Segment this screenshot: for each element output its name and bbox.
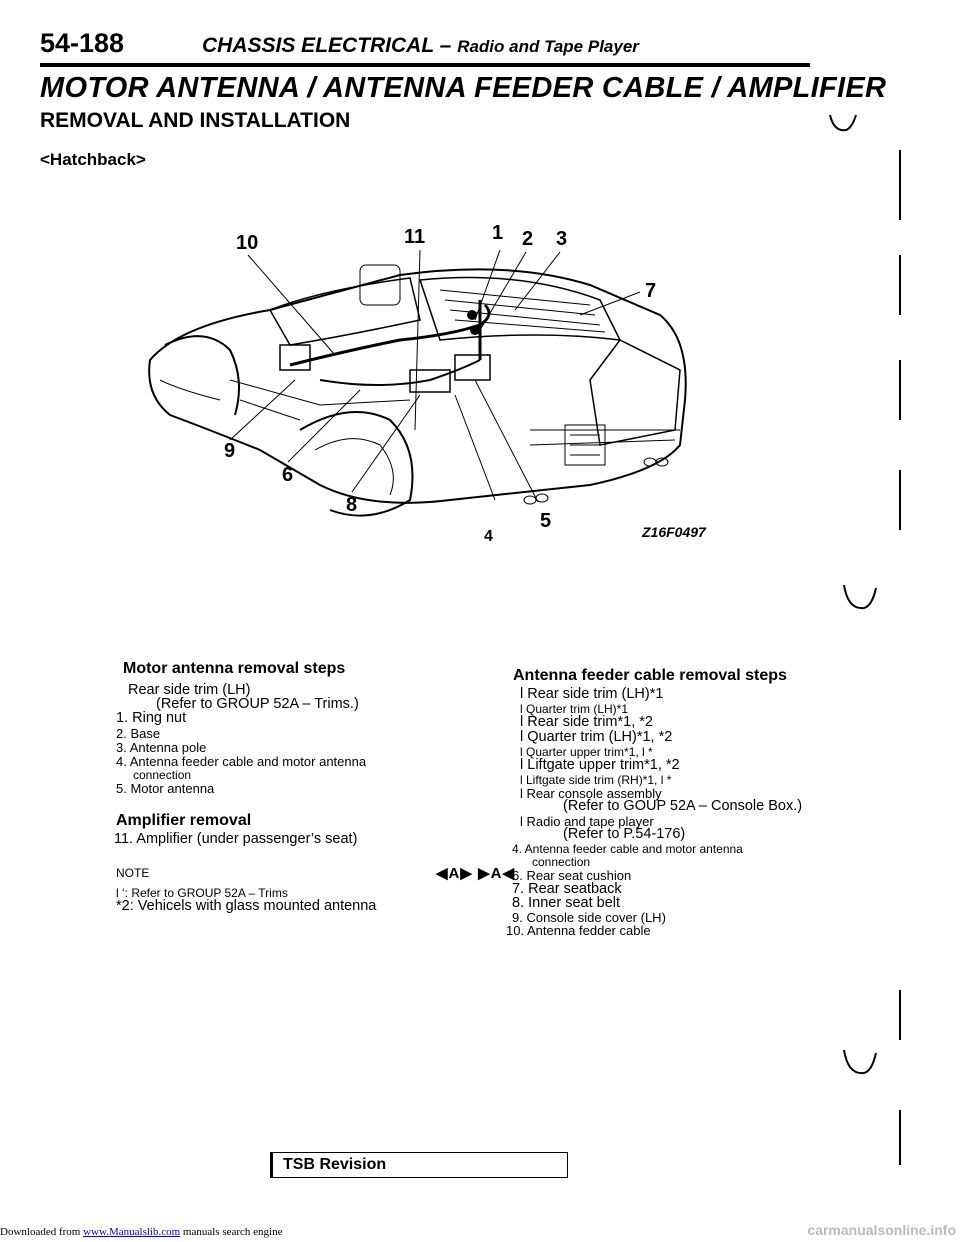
callout-3: 3 [556,228,568,250]
subsection-title: REMOVAL AND INSTALLATION [40,109,351,132]
motor-antenna-bullet-ref: (Refer to GROUP 52A – Trims.) [156,696,359,712]
feeder-cable-title: Antenna feeder cable removal steps [513,667,787,684]
footer-prefix: Downloaded from [0,1226,81,1238]
feeder-step: l Rear side trim (LH)*1 [520,686,664,702]
motor-antenna-step: 4. Antenna feeder cable and motor antenn… [116,754,367,769]
header-title-main: CHASSIS ELECTRICAL [202,34,434,57]
note-1: l ‘: Refer to GROUP 52A – Trims [116,886,288,900]
tsb-revision-label: TSB Revision [283,1156,387,1173]
watermark: carmanualsonline.info [807,1222,956,1238]
feeder-step: l Quarter trim (LH)*1, *2 [520,729,673,745]
motor-antenna-bullet: Rear side trim (LH) [128,682,251,698]
feeder-step: l Liftgate upper trim*1, *2 [520,757,680,773]
amplifier-step: 11. Amplifier (under passenger’s seat) [114,831,358,847]
header-title: CHASSIS ELECTRICAL – Radio and Tape Play… [202,34,639,58]
feeder-step: 8. Inner seat belt [512,895,621,911]
motor-antenna-title: Motor antenna removal steps [123,660,346,677]
callout-5: 5 [540,510,552,532]
header-title-sub: Radio and Tape Player [457,37,639,56]
feeder-step: 6. Rear seat cushion [512,868,632,883]
feeder-step: l Liftgate side trim (RH)*1, l * [520,773,672,787]
motor-antenna-step: 3. Antenna pole [116,740,207,755]
amplifier-title: Amplifier removal [116,812,252,829]
feeder-step: l Quarter upper trim*1, l * [520,745,653,759]
car-diagram [148,249,687,517]
feeder-step: 4. Antenna feeder cable and motor antenn… [512,842,743,856]
callout-6: 6 [282,464,294,486]
note-2: *2: Vehicels with glass mounted antenna [116,898,377,914]
motor-antenna-step: 5. Motor antenna [116,781,215,796]
motor-antenna-step-cont: connection [133,768,192,782]
note-label: NOTE [116,866,150,880]
feeder-step: l Rear side trim*1, *2 [520,714,653,730]
callout-9: 9 [224,440,236,462]
feeder-step: 7. Rear seatback [512,881,622,897]
feeder-step: l Quarter trim (LH)*1 [520,702,629,716]
figure-code: Z16F0497 [642,524,706,540]
callout-1: 1 [492,222,504,244]
page-number: 54-188 [40,28,125,58]
feeder-step-cont: connection [532,855,591,869]
callout-2: 2 [522,228,534,250]
feeder-step: 9. Console side cover (LH) [512,910,666,925]
section-title: MOTOR ANTENNA / ANTENNA FEEDER CABLE / A… [40,72,887,104]
binder-marks [829,114,901,1165]
footer-link[interactable]: www.Manualslib.com [83,1226,181,1238]
motor-antenna-step: 2. Base [116,726,161,741]
feeder-step: l Rear console assembly [520,786,662,801]
callout-8: 8 [346,494,358,516]
footer-suffix: manuals search engine [182,1226,283,1238]
header-rule [40,63,810,67]
tsb-revision-box: TSB Revision [270,1152,568,1178]
feeder-step-ref: (Refer to P.54-176) [563,826,686,842]
callout-10: 10 [236,232,259,254]
install-marks: ◀A▶ ▶A◀ [436,865,515,882]
feeder-step: l Radio and tape player [520,814,654,829]
callout-4: 4 [484,528,493,545]
header-title-dash: – [439,34,452,57]
motor-antenna-step: 1. Ring nut [116,710,187,726]
variant-label: <Hatchback> [40,150,146,169]
feeder-step-ref: (Refer to GOUP 52A – Console Box.) [563,798,803,814]
feeder-step: 10. Antenna fedder cable [506,923,651,938]
footer: Downloaded from www.Manualslib.com manua… [0,1226,282,1238]
callout-11: 11 [404,226,426,248]
callout-7: 7 [645,280,657,302]
